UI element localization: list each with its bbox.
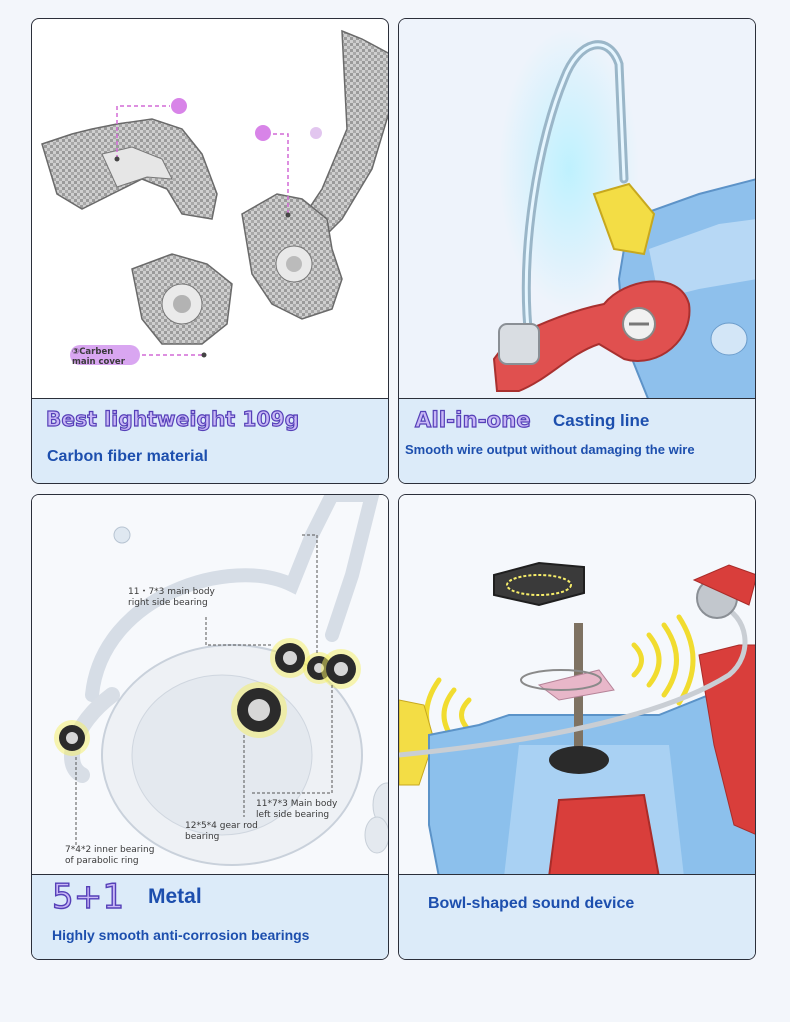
bail-arm-icon <box>492 29 755 402</box>
carbon-subtitle: Carbon fiber material <box>47 448 208 465</box>
carbon-parts-illustration: ③Carben main cover <box>32 19 388 401</box>
caption-bearings: 5+1 Metal Highly smooth anti-corrosion b… <box>32 874 388 959</box>
panel-bearings: 11・7*3 main body right side bearing 11*7… <box>31 494 389 960</box>
bearings-illustration: 11・7*3 main body right side bearing 11*7… <box>32 495 388 877</box>
sound-title: Bowl-shaped sound device <box>428 895 635 912</box>
bearings-title: Metal <box>148 885 202 908</box>
casting-subtitle: Smooth wire output without damaging the … <box>405 442 695 457</box>
annotation-inner-bearing: 7*4*2 inner bearing of parabolic ring <box>65 845 155 866</box>
caption-casting: All-in-one Casting line Smooth wire outp… <box>399 398 755 483</box>
bearings-subtitle: Highly smooth anti-corrosion bearings <box>52 927 310 943</box>
sound-illustration <box>399 495 755 878</box>
caption-carbon: Best lightweight 109g Carbon fiber mater… <box>32 398 388 483</box>
carbon-title: Best lightweight 109g <box>45 406 300 431</box>
casting-title: Casting line <box>553 411 650 430</box>
annotation-left-bearing: 11*7*3 Main body left side bearing <box>256 799 338 820</box>
panel-carbon: ③Carben main cover Best lightweight 109g… <box>31 18 389 484</box>
panel-sound: Bowl-shaped sound device <box>398 494 756 960</box>
casting-illustration <box>399 19 755 402</box>
annotation-gear-bearing: 12*5*4 gear rod bearing <box>185 821 258 842</box>
bearing-xray-icon <box>54 495 388 866</box>
panel-casting: All-in-one Casting line Smooth wire outp… <box>398 18 756 484</box>
annotation-right-bearing: 11・7*3 main body right side bearing <box>128 587 215 608</box>
annotation-carbon-cover: ③Carben main cover <box>72 347 125 367</box>
carbon-reel-parts-icon <box>41 29 388 365</box>
sound-device-icon <box>399 561 755 878</box>
caption-sound: Bowl-shaped sound device <box>399 874 755 959</box>
casting-badge: All-in-one <box>414 407 531 432</box>
bearings-badge: 5+1 <box>51 876 125 917</box>
